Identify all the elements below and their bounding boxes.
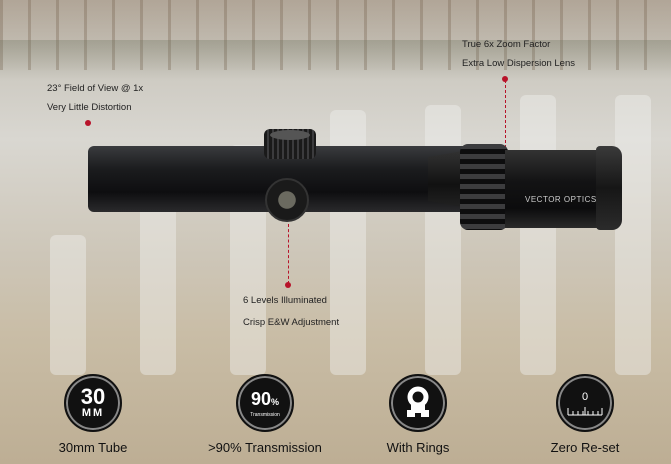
icon-text: MM: [81, 407, 105, 419]
annotation-dot: [285, 282, 291, 288]
icon-text: 30: [80, 384, 106, 409]
illumination-knob: [265, 178, 309, 222]
icon-text: 0: [581, 391, 589, 403]
annotation-text: True 6x Zoom Factor: [462, 39, 551, 50]
annotation-text: Extra Low Dispersion Lens: [462, 58, 575, 69]
annotation-text: 23° Field of View @ 1x: [47, 83, 144, 94]
30mm-icon: 30 MM: [64, 374, 122, 432]
feature-label: 30mm Tube: [58, 440, 128, 455]
icon-text: %: [271, 396, 280, 407]
illumination-annotation: 6 Levels Illuminated Crisp E&W Adjustmen…: [243, 291, 339, 332]
annotation-line: [288, 224, 289, 284]
eyecup: [596, 146, 622, 230]
magnification-ring: [460, 144, 508, 230]
annotation-dot: [85, 120, 91, 126]
ghost-scope: [140, 200, 176, 375]
icon-text: Transmission: [250, 411, 280, 418]
ghost-scope: [50, 235, 86, 375]
turret-cap: [270, 130, 310, 140]
annotation-text: Very Little Distortion: [47, 102, 132, 113]
annotation-line: [505, 80, 506, 148]
eyepiece-body: [505, 150, 600, 228]
ghost-scope: [615, 95, 651, 375]
transmission-icon: 90% Transmission: [236, 374, 294, 432]
background-fence: [0, 0, 671, 70]
rings-icon: [389, 374, 447, 432]
annotation-text: 6 Levels Illuminated: [243, 295, 327, 306]
feature-label: >90% Transmission: [208, 440, 322, 455]
zoom-annotation: True 6x Zoom Factor Extra Low Dispersion…: [462, 35, 575, 73]
zero-reset-icon: 0: [556, 374, 614, 432]
brand-logo: VECTOR OPTICS: [525, 195, 597, 204]
icon-text: 90: [250, 388, 271, 409]
fov-annotation: 23° Field of View @ 1x Very Little Disto…: [47, 79, 143, 117]
annotation-text: Crisp E&W Adjustment: [243, 317, 340, 328]
feature-label: With Rings: [386, 440, 450, 455]
background-trees: [0, 40, 671, 80]
feature-label: Zero Re-set: [550, 440, 620, 455]
ghost-scope: [520, 95, 556, 375]
annotation-dot: [502, 76, 508, 82]
